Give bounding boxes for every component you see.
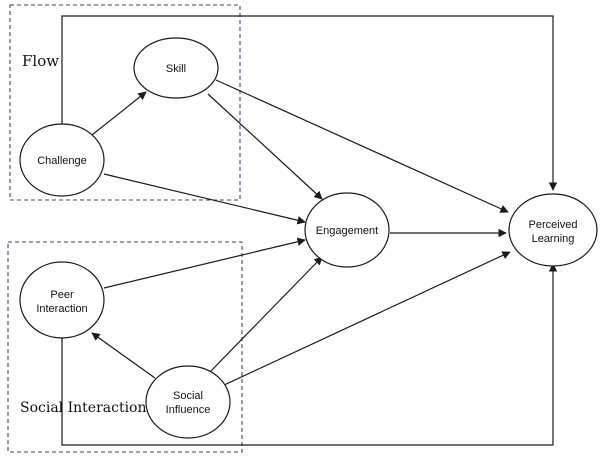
flow-group-box [9,4,241,201]
node-perceived-learning-label-line1: Perceived [529,219,578,231]
node-challenge: Challenge [19,123,105,197]
social-interaction-group-label: Social Interaction [20,400,147,416]
edge-challenge-to-perceived-learning [61,15,558,191]
node-engagement: Engagement [304,192,390,268]
node-perceived-learning: Perceived Learning [508,193,598,267]
node-peer-interaction-label-line1: Peer [50,289,74,301]
edge-social-influence-to-perceived-learning [221,251,511,387]
node-social-influence-label-line2: Influence [166,404,211,416]
node-peer-interaction: Peer Interaction [19,261,105,339]
edge-peer-interaction-to-engagement [103,237,306,289]
node-perceived-learning-label-line2: Learning [532,233,575,245]
node-peer-interaction-label-line2: Interaction [36,303,87,315]
edge-peer-interaction-to-perceived-learning [61,263,558,446]
node-engagement-label: Engagement [316,225,378,237]
node-social-influence-label-line1: Social [173,390,203,402]
node-skill-label: Skill [166,63,186,75]
node-skill: Skill [133,37,219,99]
edge-skill-to-perceived-learning [215,79,509,213]
node-challenge-label: Challenge [37,155,87,167]
social-interaction-group-box [7,241,243,453]
node-social-influence: Social Influence [145,365,231,439]
edge-challenge-to-engagement [103,173,306,225]
flow-group-label: Flow [22,52,59,70]
edge-skill-to-engagement [207,93,323,200]
edge-social-influence-to-peer-interaction [91,332,156,379]
edge-challenge-to-skill [91,91,147,136]
edge-social-influence-to-engagement [209,256,323,373]
